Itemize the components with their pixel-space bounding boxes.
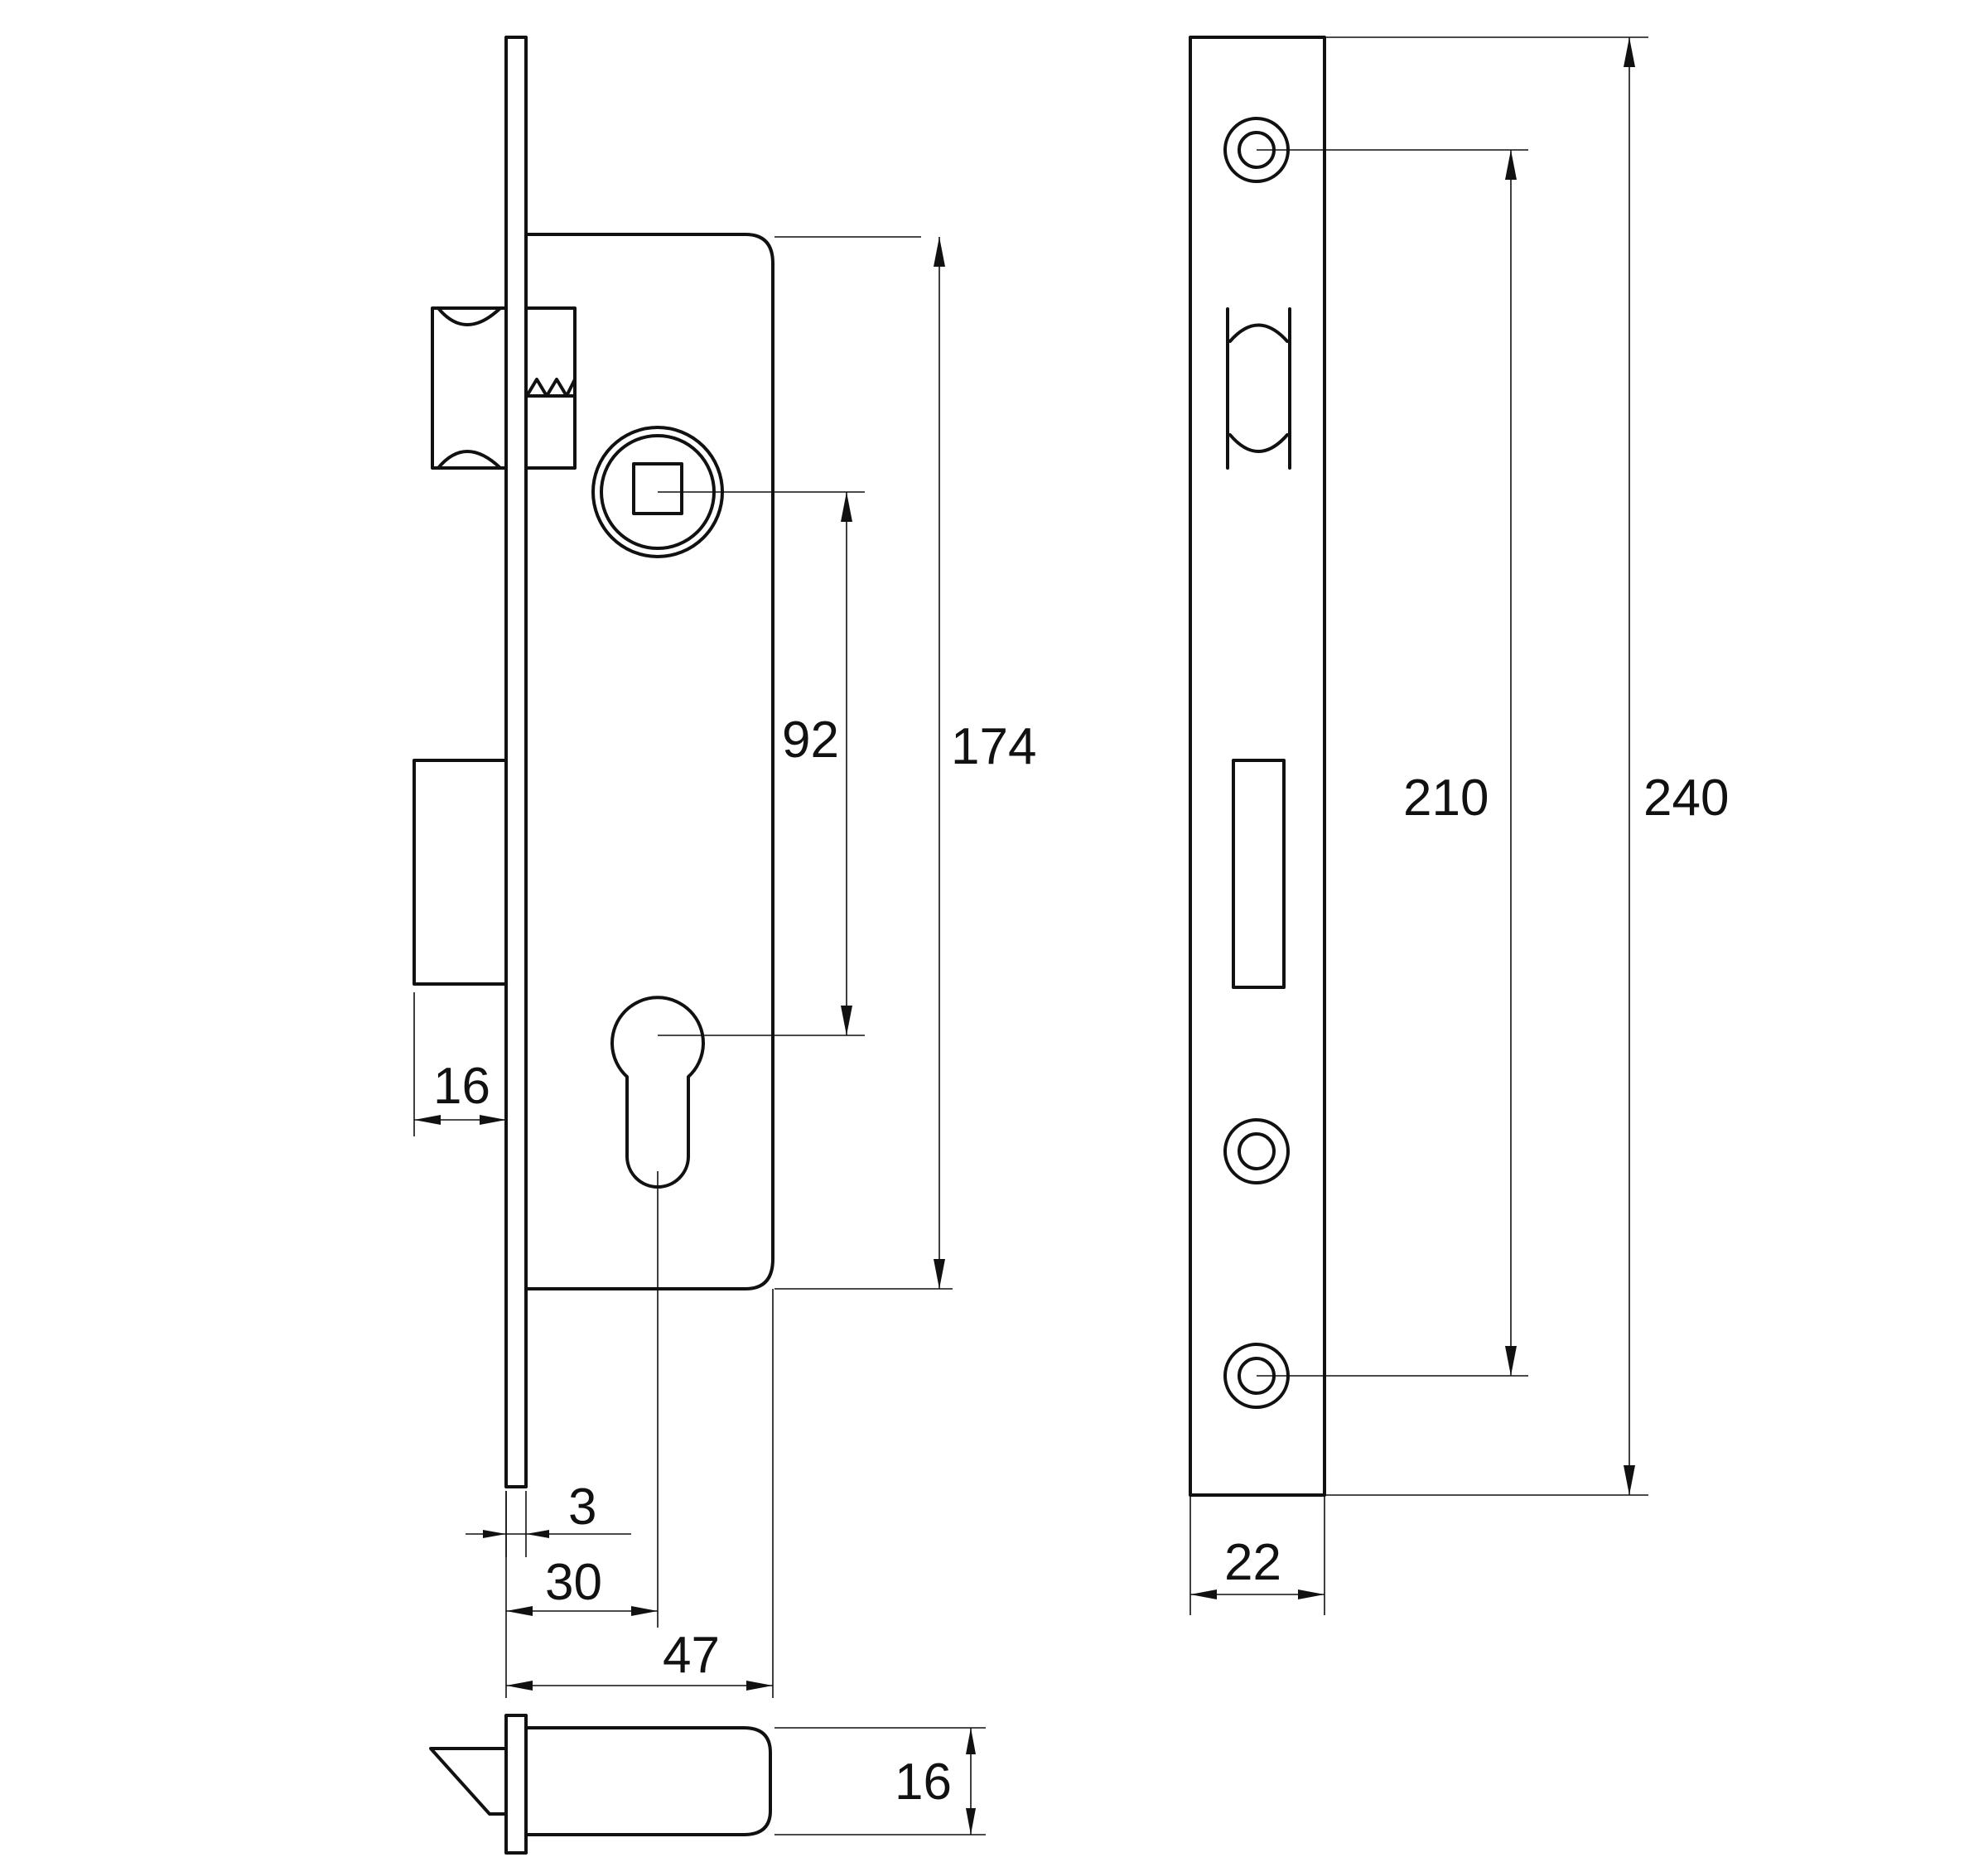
screw-hole-middle [1223,1118,1290,1184]
faceplate-front-view [1189,36,1326,1497]
deadbolt-opening [1232,759,1286,989]
dead-bolt [413,759,508,986]
dim-210-label: 210 [1403,769,1489,827]
dim-16-deadbolt-label: 16 [433,1058,490,1115]
bolt-faceplate-section [504,1714,528,1855]
bolt-body-top [524,1726,772,1836]
lock-body [524,233,774,1290]
dim-30-label: 30 [545,1554,602,1611]
dim-47-label: 47 [663,1627,720,1684]
dim-16-bolt-label: 16 [895,1753,952,1811]
faceplate-side [504,36,528,1488]
latch-spring-housing [524,306,577,470]
cylinder-cutout [610,996,705,1189]
faceplate-front [1189,36,1326,1497]
latch-bevel-top [429,1747,508,1816]
dim-22-label: 22 [1224,1534,1281,1591]
front-view-dimensions: 210 240 22 [1189,36,1729,1615]
side-view-dimensions: 174 92 16 3 30 47 [413,236,1036,1835]
latch-opening [1226,307,1291,470]
dim-174-label: 174 [951,718,1036,775]
dim-92-label: 92 [782,712,839,769]
latch-spring-icon [525,378,577,398]
dim-240-label: 240 [1643,769,1729,827]
dim-3-label: 3 [568,1479,596,1536]
latch-bolt [431,306,577,470]
bolt-top-view [429,1714,772,1855]
